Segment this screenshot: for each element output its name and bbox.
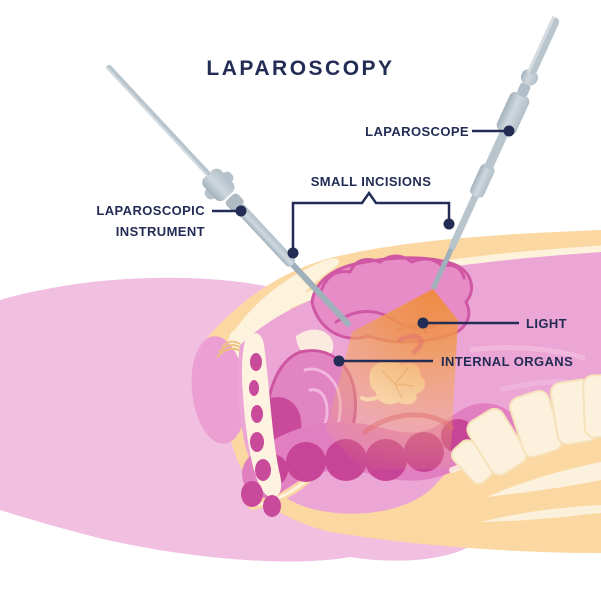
organs-dot <box>333 355 345 367</box>
instrument-dot <box>235 205 247 217</box>
pubic-bone-strip <box>241 333 282 517</box>
incisions-bracket <box>291 190 451 254</box>
label-laparoscope: LAPAROSCOPE <box>365 124 469 139</box>
label-small-incisions: SMALL INCISIONS <box>310 174 432 189</box>
light-dot <box>417 317 429 329</box>
spine-sacrum <box>450 373 601 522</box>
incision-right-dot <box>443 218 455 230</box>
label-light: LIGHT <box>526 316 567 331</box>
light-cone <box>326 289 458 470</box>
label-internal-organs: INTERNAL ORGANS <box>441 354 574 369</box>
leader-dots <box>235 125 515 367</box>
page-title: LAPAROSCOPY <box>206 57 395 80</box>
laparoscope-dot <box>503 125 515 137</box>
label-laparoscopic-instrument: LAPAROSCOPIC INSTRUMENT <box>96 203 205 239</box>
laparoscope <box>431 15 560 290</box>
incision-left-dot <box>287 247 299 259</box>
